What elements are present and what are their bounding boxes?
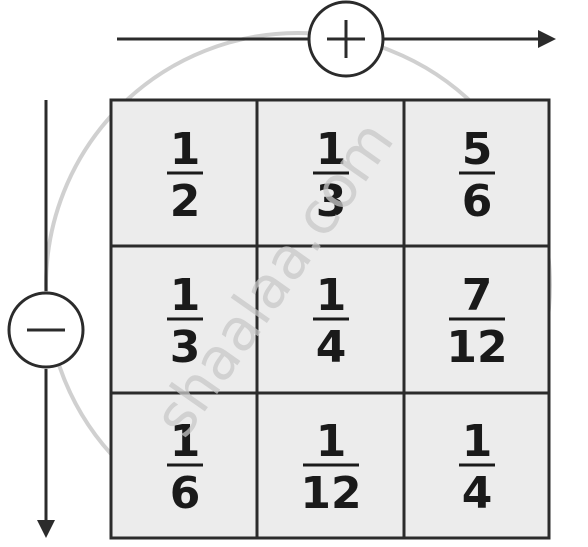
fraction-numerator: 1	[316, 416, 347, 467]
fraction-denominator: 12	[446, 322, 507, 373]
fraction-numerator: 1	[170, 416, 201, 467]
fraction-denominator: 2	[170, 176, 201, 227]
fraction-numerator: 1	[316, 270, 347, 321]
fraction-cell: 56	[459, 124, 495, 227]
fraction-cell: 14	[313, 270, 349, 373]
fraction-denominator: 3	[316, 176, 347, 227]
fraction-cell: 13	[313, 124, 349, 227]
fraction-cell: 112	[300, 416, 361, 519]
grid-lines	[109, 98, 551, 540]
vertical-arrow	[37, 100, 55, 538]
fraction-cell: 712	[446, 270, 507, 373]
fraction-numerator: 1	[316, 124, 347, 175]
minus-circle-icon	[7, 291, 85, 369]
fraction-numerator: 1	[170, 124, 201, 175]
fraction-denominator: 3	[170, 322, 201, 373]
fraction-numerator: 5	[462, 124, 493, 175]
fraction-denominator: 12	[300, 468, 361, 519]
fraction-denominator: 4	[462, 468, 493, 519]
horizontal-arrow	[117, 30, 556, 48]
fraction-numerator: 1	[462, 416, 493, 467]
fraction-numerator: 7	[462, 270, 493, 321]
fraction-cell: 16	[167, 416, 203, 519]
fraction-denominator: 4	[316, 322, 347, 373]
fraction-cell: 13	[167, 270, 203, 373]
fraction-cell: 12	[167, 124, 203, 227]
plus-circle-icon	[307, 0, 385, 78]
fraction-cell: 14	[459, 416, 495, 519]
fraction-denominator: 6	[462, 176, 493, 227]
fraction-numerator: 1	[170, 270, 201, 321]
fraction-denominator: 6	[170, 468, 201, 519]
